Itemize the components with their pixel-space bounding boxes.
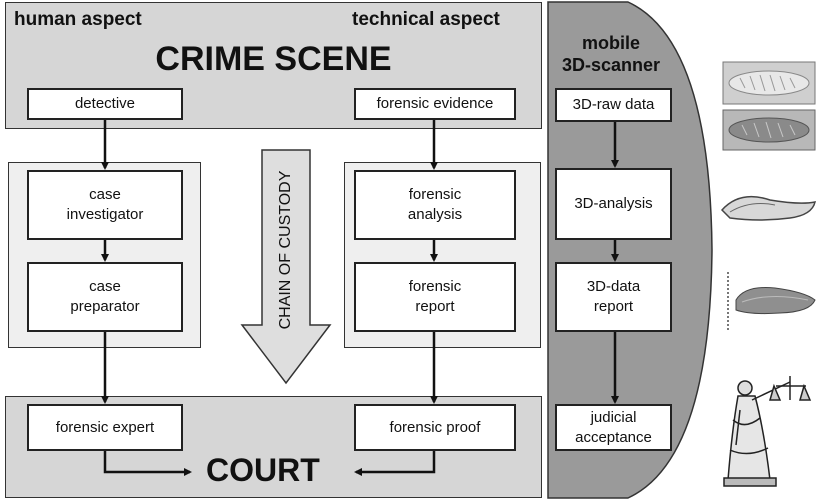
footprint-scan-image: [722, 61, 816, 105]
lady-justice-image: [723, 376, 812, 487]
crime-scene-title: CRIME SCENE: [155, 40, 392, 78]
forensic-report-box: forensic report: [354, 262, 516, 332]
forensic-proof-box: forensic proof: [354, 404, 516, 451]
scanner-title: mobile 3D-scanner: [561, 33, 661, 75]
3d-raw-data-box: 3D-raw data: [555, 88, 672, 122]
judicial-acceptance-box: judicial acceptance: [555, 404, 672, 451]
court-title: COURT: [206, 452, 320, 488]
case-investigator-box: case investigator: [27, 170, 183, 240]
forensic-evidence-box: forensic evidence: [354, 88, 516, 120]
forensic-expert-box: forensic expert: [27, 404, 183, 451]
case-preparator-box: case preparator: [27, 262, 183, 332]
arrow-expert-to-court: [103, 451, 192, 476]
footprint-3d-image: [722, 109, 816, 151]
shoe-profile-image: [720, 195, 816, 221]
shoe-sole-report-image: [727, 272, 816, 332]
3d-analysis-box: 3D-analysis: [555, 168, 672, 240]
human-aspect-label: human aspect: [14, 9, 142, 30]
detective-box: detective: [27, 88, 183, 120]
forensic-analysis-box: forensic analysis: [354, 170, 516, 240]
technical-aspect-label: technical aspect: [352, 9, 500, 30]
arrow-proof-to-court: [354, 451, 436, 476]
3d-data-report-box: 3D-data report: [555, 262, 672, 332]
